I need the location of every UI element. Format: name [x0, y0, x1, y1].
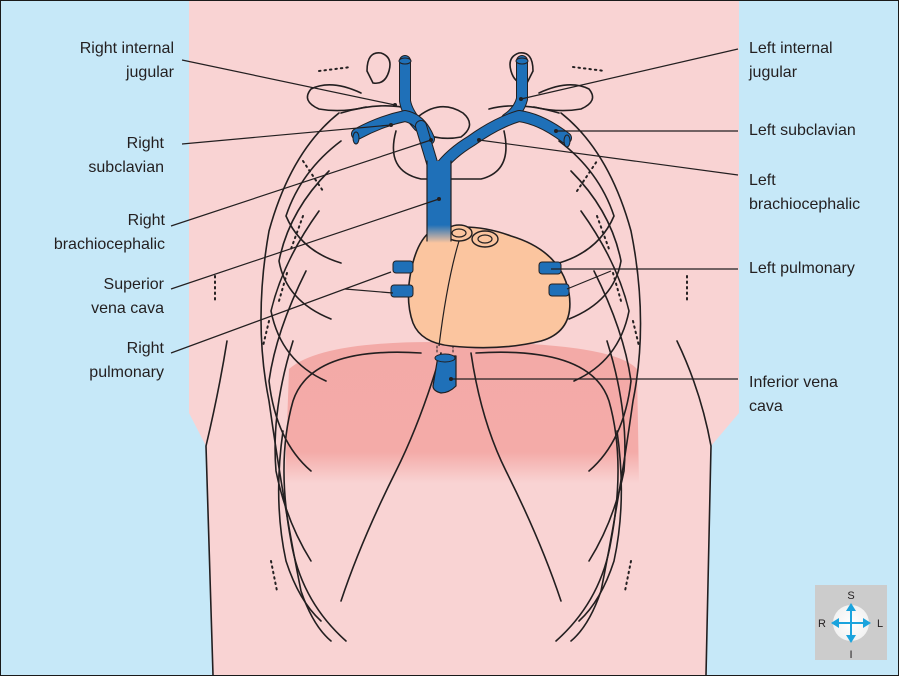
- label-inferior-vena-cava: Inferior vena cava: [749, 371, 838, 419]
- label-right-pulmonary: Right pulmonary: [89, 337, 164, 385]
- label-line: subclavian: [88, 156, 164, 180]
- compass-bottom-label: I: [849, 649, 852, 661]
- orientation-compass: S I R L: [815, 585, 887, 661]
- label-line: Superior: [91, 273, 164, 297]
- label-left-internal-jugular: Left internal jugular: [749, 37, 833, 85]
- label-line: cava: [749, 395, 838, 419]
- label-line: Left: [749, 169, 860, 193]
- compass-right-label: L: [877, 618, 883, 630]
- label-right-brachiocephalic: Right brachiocephalic: [54, 209, 165, 257]
- lung-lower-shading: [285, 342, 639, 483]
- label-right-subclavian: Right subclavian: [88, 132, 164, 180]
- neck: [341, 1, 563, 61]
- label-line: Right: [89, 337, 164, 361]
- label-line: brachiocephalic: [54, 233, 165, 257]
- label-line: jugular: [80, 61, 174, 85]
- label-line: jugular: [749, 61, 833, 85]
- label-line: Left pulmonary: [749, 257, 855, 281]
- label-superior-vena-cava: Superior vena cava: [91, 273, 164, 321]
- label-line: Left internal: [749, 37, 833, 61]
- compass-top-label: S: [847, 590, 854, 602]
- label-line: Left subclavian: [749, 119, 856, 143]
- compass-left-label: R: [818, 618, 826, 630]
- label-left-brachiocephalic: Left brachiocephalic: [749, 169, 860, 217]
- label-left-pulmonary: Left pulmonary: [749, 257, 855, 281]
- label-line: brachiocephalic: [749, 193, 860, 217]
- label-left-subclavian: Left subclavian: [749, 119, 856, 143]
- label-line: Right: [88, 132, 164, 156]
- label-line: Right internal: [80, 37, 174, 61]
- label-line: Inferior vena: [749, 371, 838, 395]
- label-line: vena cava: [91, 297, 164, 321]
- label-line: Right: [54, 209, 165, 233]
- label-line: pulmonary: [89, 361, 164, 385]
- label-right-internal-jugular: Right internal jugular: [80, 37, 174, 85]
